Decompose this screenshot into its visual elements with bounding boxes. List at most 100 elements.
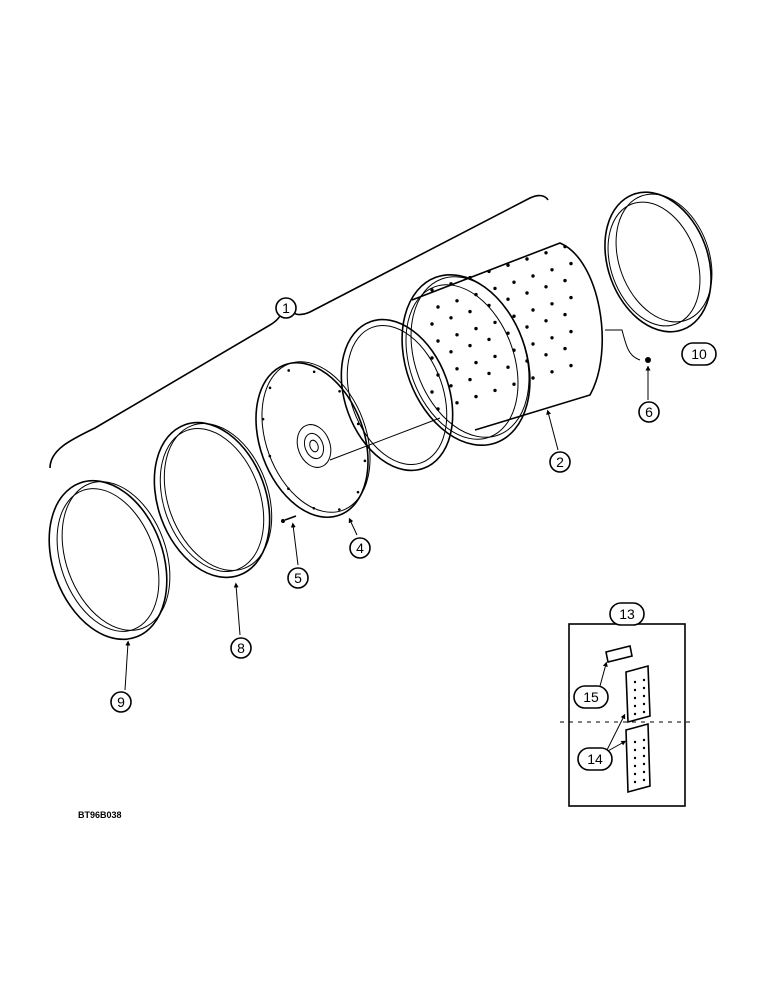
drum-perforation	[506, 365, 510, 369]
callout-label: 8	[237, 640, 245, 656]
fastener-6	[605, 329, 651, 363]
drum-perforation	[506, 263, 510, 267]
drum-perforation	[525, 325, 529, 329]
callout-4: 4	[349, 537, 371, 559]
perforated-drum-2	[401, 242, 603, 447]
plate-bolt-hole	[312, 370, 316, 374]
callout-label: 4	[356, 540, 364, 556]
ring-middle	[340, 318, 454, 472]
drum-perforation	[449, 316, 453, 320]
drum-perforation	[468, 377, 472, 382]
drum-perforation	[468, 309, 472, 314]
panel-perforation	[642, 754, 646, 758]
drum-perforation	[544, 285, 548, 289]
plate-bolt-hole	[356, 422, 360, 426]
drum-perforation	[436, 305, 440, 309]
callout-label: 1	[282, 300, 290, 316]
callout-label: 2	[556, 454, 564, 470]
drum-perforation	[449, 384, 453, 388]
drum-perforation	[531, 274, 535, 278]
drum-perforation	[550, 268, 554, 272]
callout-6: 6	[638, 401, 660, 423]
drum-perforation	[525, 359, 529, 363]
drum-perforation	[512, 382, 516, 386]
panel-perforation	[642, 710, 646, 714]
panel-perforation	[633, 772, 637, 776]
drawing-code: BT96B038	[78, 810, 122, 820]
drum-perforation	[569, 329, 573, 334]
drum-perforation	[430, 322, 434, 326]
drum-perforation	[449, 350, 453, 354]
ring-8	[153, 421, 273, 579]
callout-13: 13	[609, 602, 645, 626]
drum-perforation	[512, 280, 516, 284]
callout-10: 10	[681, 342, 717, 366]
ring-10	[604, 191, 713, 333]
drum-perforation	[430, 356, 434, 360]
screw-5	[281, 515, 297, 523]
plate-bolt-hole	[287, 487, 290, 490]
panel-perforation	[642, 770, 646, 774]
drum-perforation	[544, 353, 548, 357]
panel-perforation	[633, 748, 637, 752]
panel-perforation	[633, 680, 637, 684]
callout-label: 15	[583, 689, 599, 705]
drum-perforation	[506, 297, 510, 301]
callout-label: 6	[645, 404, 653, 420]
plate-bolt-hole	[356, 490, 360, 494]
drum-perforation	[569, 363, 573, 368]
callout-2: 2	[549, 451, 571, 473]
drum-perforation	[449, 282, 453, 286]
panel-perforation	[633, 756, 637, 760]
panel-perforation	[642, 738, 646, 742]
panel-perforation	[642, 762, 646, 766]
drum-perforation	[474, 360, 478, 365]
assembly-bracket	[49, 194, 549, 469]
panel-perforation	[633, 780, 637, 784]
drum-perforation	[525, 291, 529, 295]
drum-perforation	[531, 376, 535, 380]
drum-perforation	[550, 336, 554, 340]
drum-perforation	[430, 288, 434, 292]
drum-perforation	[436, 339, 440, 343]
callout-label: 14	[587, 751, 603, 767]
drum-perforation	[569, 295, 573, 300]
drum-perforation	[506, 331, 510, 335]
callout-label: 9	[117, 694, 125, 710]
drum-perforation	[563, 312, 567, 317]
drum-perforation	[544, 319, 548, 323]
drum-perforation	[430, 390, 434, 394]
plate-bolt-hole	[268, 454, 272, 458]
drum-perforation	[474, 394, 478, 399]
callout-label: 10	[691, 346, 707, 362]
plate-bolt-hole	[312, 506, 316, 510]
plate-bolt-hole	[268, 386, 272, 390]
drum-perforation	[493, 320, 497, 325]
drum-perforation	[563, 244, 567, 249]
ring-9	[48, 479, 171, 641]
drum-perforation	[493, 354, 497, 359]
panel-perforation	[642, 694, 646, 698]
drum-perforation	[468, 275, 472, 280]
panel-perforation	[633, 696, 637, 700]
drum-perforation	[563, 346, 567, 351]
drum-perforation	[468, 343, 472, 348]
panel-perforation	[642, 702, 646, 706]
drum-perforation	[455, 333, 459, 337]
drum-perforation	[544, 251, 548, 255]
drum-perforation	[487, 337, 491, 342]
drum-perforation	[474, 292, 478, 297]
callout-9: 9	[110, 691, 132, 713]
panel-perforation	[642, 686, 646, 690]
drum-perforation	[455, 367, 459, 371]
callout-8: 8	[230, 637, 252, 659]
callout-5: 5	[287, 567, 309, 589]
drum-perforation	[569, 261, 573, 266]
callout-14: 14	[577, 747, 613, 771]
panel-perforation	[642, 678, 646, 682]
panel-perforation	[633, 712, 637, 716]
plate-bolt-hole	[261, 417, 265, 421]
drum-perforation	[512, 348, 516, 352]
drum-perforation	[531, 342, 535, 346]
